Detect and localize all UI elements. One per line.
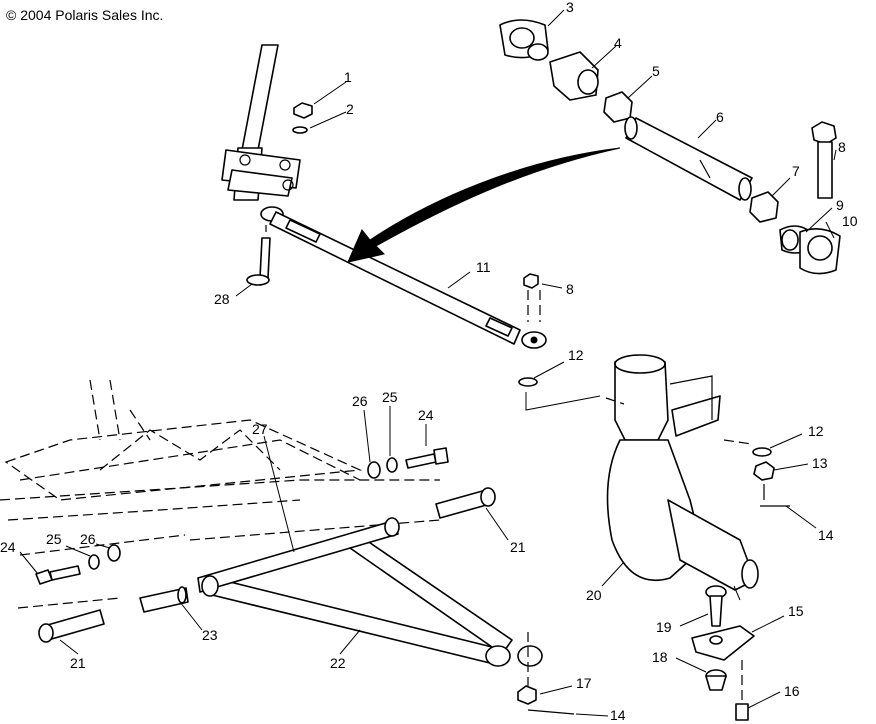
leader-lines: [19, 9, 837, 717]
steering-post: [221, 44, 301, 201]
callout-5: 5: [652, 63, 660, 79]
callout-22: 22: [330, 655, 346, 671]
callout-20: 20: [586, 587, 602, 603]
callout-8-lower: 8: [566, 281, 574, 297]
washer-part-2: [292, 126, 308, 134]
leader-plate: [733, 585, 741, 601]
frame-outline: [0, 379, 441, 609]
callout-9: 9: [836, 197, 844, 213]
tube-part-6: [624, 116, 753, 201]
callout-21-right: 21: [510, 539, 526, 555]
spindle-part-20: [605, 354, 759, 591]
jam-nut-part-4: [549, 51, 599, 101]
callout-14-lower: 14: [610, 707, 626, 723]
rod-end-part-10: [799, 228, 841, 275]
callout-16: 16: [784, 683, 800, 699]
callout-7: 7: [792, 163, 800, 179]
nut-part-1: [293, 102, 313, 119]
callout-25-right: 25: [382, 389, 398, 405]
bushing-part-21-right: [435, 487, 496, 519]
callout-27: 27: [252, 421, 268, 437]
callout-4: 4: [614, 35, 622, 51]
tie-rod-part-11: [260, 206, 547, 349]
callout-1: 1: [344, 69, 352, 85]
plate-part-15: [691, 625, 755, 661]
callout-8-upper: 8: [838, 139, 846, 155]
nut-part-7: [749, 191, 779, 223]
bolt-part-8-lower: [523, 273, 541, 322]
callout-14-upper: 14: [818, 527, 834, 543]
bolt-part-24-right: [405, 447, 449, 469]
callout-21-left: 21: [70, 655, 86, 671]
cotter-pin-part-14-upper: [760, 484, 790, 507]
a-arm-part-22: [197, 517, 543, 667]
callout-17: 17: [576, 675, 592, 691]
callout-12-right: 12: [808, 423, 824, 439]
callout-19: 19: [656, 619, 672, 635]
callout-3: 3: [566, 0, 574, 15]
bolt-part-24-left: [35, 565, 81, 585]
callout-24-right: 24: [418, 407, 434, 423]
callout-24-left: 24: [0, 539, 16, 555]
nut-part-5: [603, 91, 633, 123]
callout-26-right: 26: [352, 393, 368, 409]
callout-11: 11: [476, 259, 491, 275]
callout-13: 13: [812, 455, 828, 471]
leader-dash-spindle: [723, 439, 753, 445]
bolt-part-28: [246, 210, 271, 286]
washer-part-12-right: [752, 447, 772, 457]
direction-arrow: [347, 147, 621, 263]
callout-15: 15: [788, 603, 804, 619]
washer-part-12-left: [518, 377, 601, 411]
bushing-part-21-left: [38, 609, 105, 643]
copyright-text: © 2004 Polaris Sales Inc.: [6, 7, 163, 23]
callout-26-left: 26: [80, 531, 96, 547]
bolt-part-8-upper: [811, 121, 837, 199]
callout-25-left: 25: [46, 531, 62, 547]
callout-28: 28: [214, 291, 230, 307]
nut-part-17: [517, 632, 537, 705]
ball-joint-part-18: [705, 669, 727, 691]
bolt-part-19: [705, 585, 727, 627]
callout-12-left: 12: [568, 347, 584, 363]
washer-part-25-right: [386, 457, 398, 473]
callout-23: 23: [202, 627, 218, 643]
callout-labels: 1 2 3 4 5 6 7 8 8 9 10 11 12 12 13 14 14…: [0, 0, 858, 723]
rod-end-part-3: [499, 19, 549, 61]
callout-2: 2: [346, 101, 354, 117]
nut-part-13: [753, 461, 775, 481]
bushing-part-23: [139, 586, 189, 613]
cotter-pin-part-14-lower: [527, 709, 575, 715]
callout-6: 6: [716, 109, 724, 125]
callout-18: 18: [652, 649, 668, 665]
washer-part-25-left: [88, 554, 100, 570]
washer-part-26-right: [367, 461, 381, 479]
callout-10: 10: [842, 213, 858, 229]
bolt-part-16: [735, 660, 749, 721]
washer-part-26-left: [107, 544, 121, 562]
